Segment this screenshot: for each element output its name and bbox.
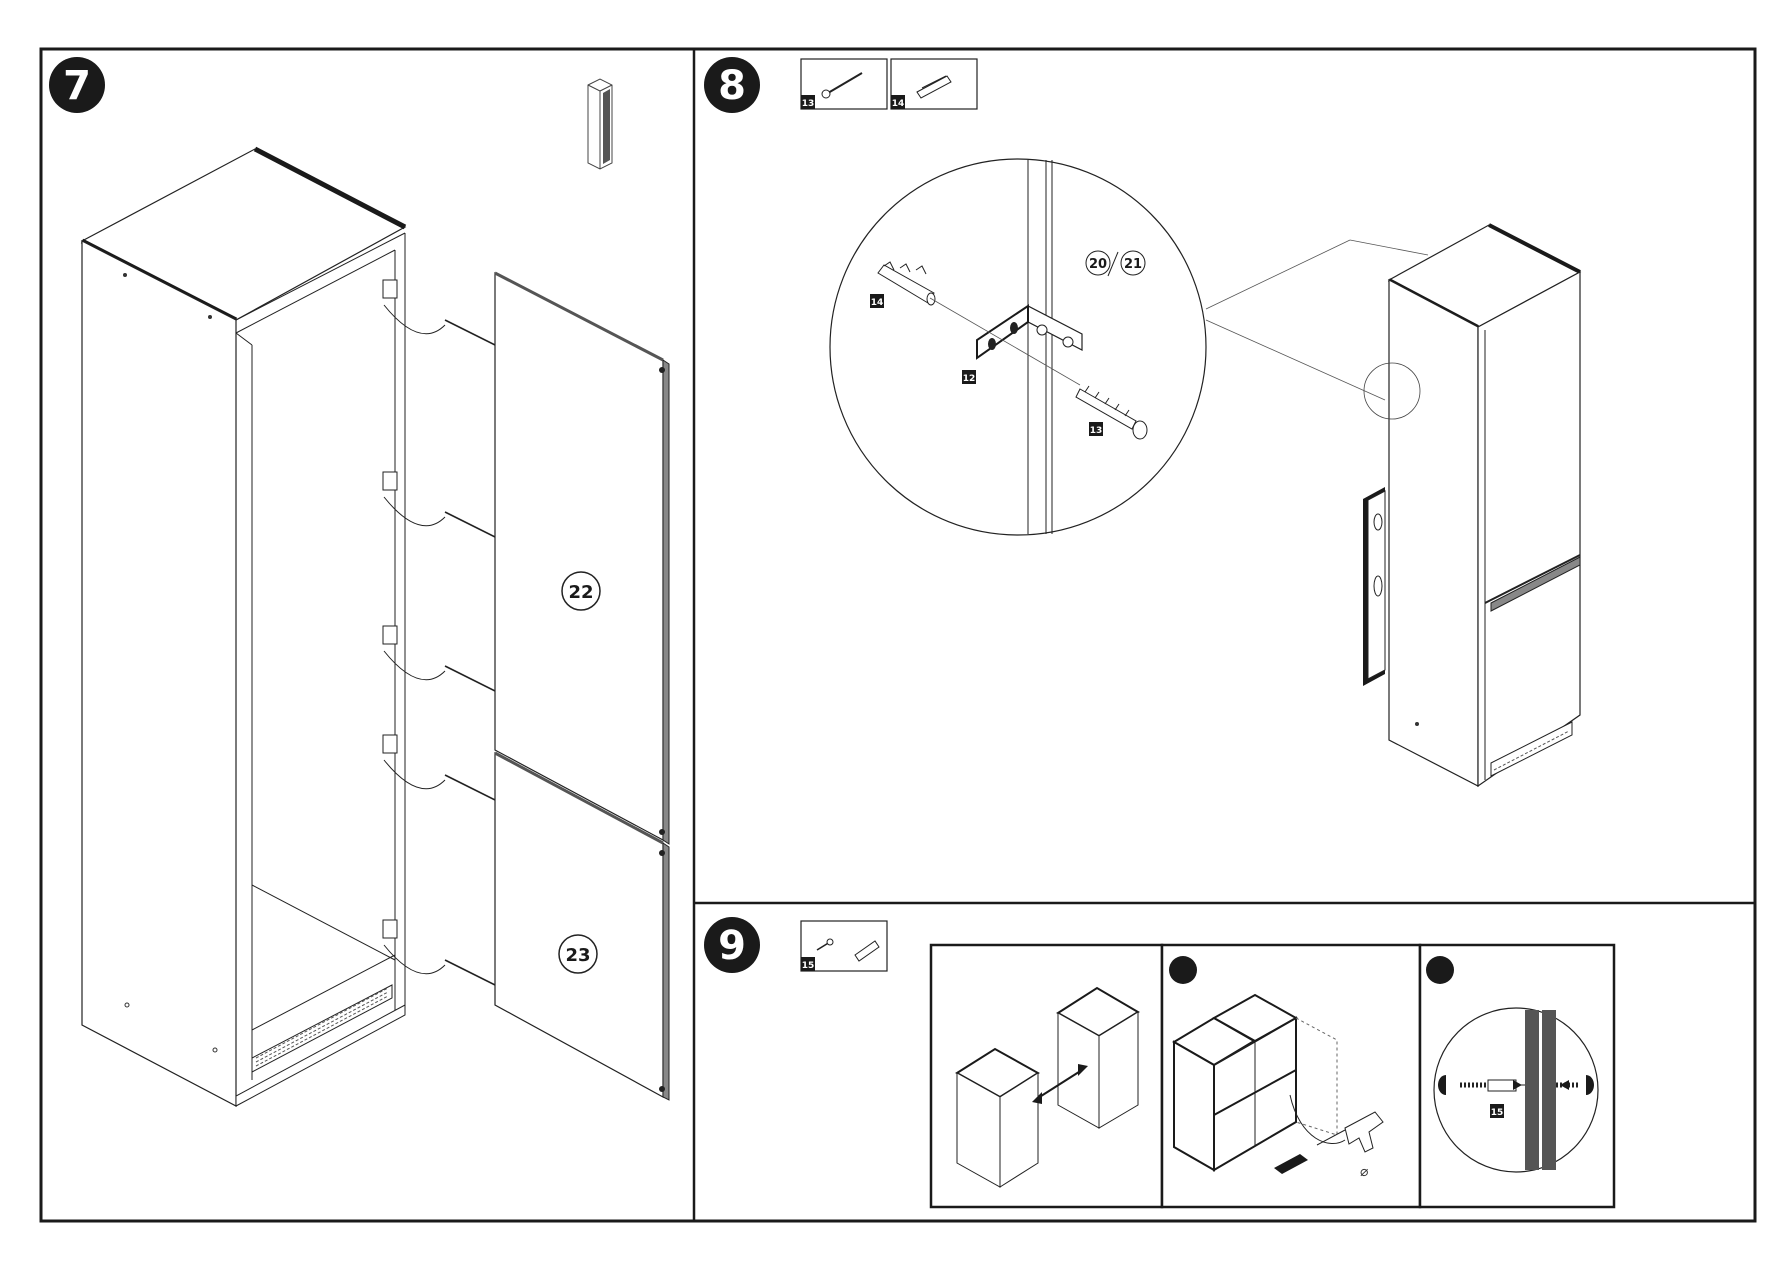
step-8-number: 8	[718, 63, 746, 109]
installed-cabinet	[1363, 225, 1580, 786]
step-8-panel: 8 13 14	[704, 57, 1580, 786]
part-box-15: 15	[801, 921, 887, 971]
part-tag-13: 13	[802, 99, 815, 109]
step-9-number: 9	[718, 923, 746, 969]
detail-tag-14: 14	[871, 298, 884, 308]
step-7-panel: 7	[49, 57, 669, 1106]
detail-tag-12: 12	[963, 374, 976, 384]
panel-label-20: 20	[1089, 257, 1107, 272]
detail-tag-15: 15	[1491, 1108, 1504, 1118]
part-tag-14: 14	[892, 99, 905, 109]
door-label-23: 23	[565, 945, 590, 966]
step-9-panel: 9 15	[704, 917, 1614, 1207]
door-label-22: 22	[568, 582, 593, 603]
cabinet-thumbnail	[588, 79, 612, 169]
tall-cabinet	[82, 149, 405, 1106]
part-tag-15: 15	[802, 961, 815, 971]
detail-magnifier: 14 12 13 20	[830, 159, 1428, 535]
detail-tag-13: 13	[1090, 426, 1103, 436]
svg-text:⌀: ⌀	[1360, 1164, 1369, 1180]
door-upper	[495, 273, 669, 844]
part-box-13: 13	[801, 59, 887, 109]
part-box-14: 14	[891, 59, 977, 109]
detail-connector	[1434, 1008, 1598, 1172]
substep-c-badge	[1426, 956, 1454, 984]
substep-b-badge	[1169, 956, 1197, 984]
step-7-number: 7	[63, 63, 91, 109]
panel-label-21: 21	[1124, 257, 1142, 272]
